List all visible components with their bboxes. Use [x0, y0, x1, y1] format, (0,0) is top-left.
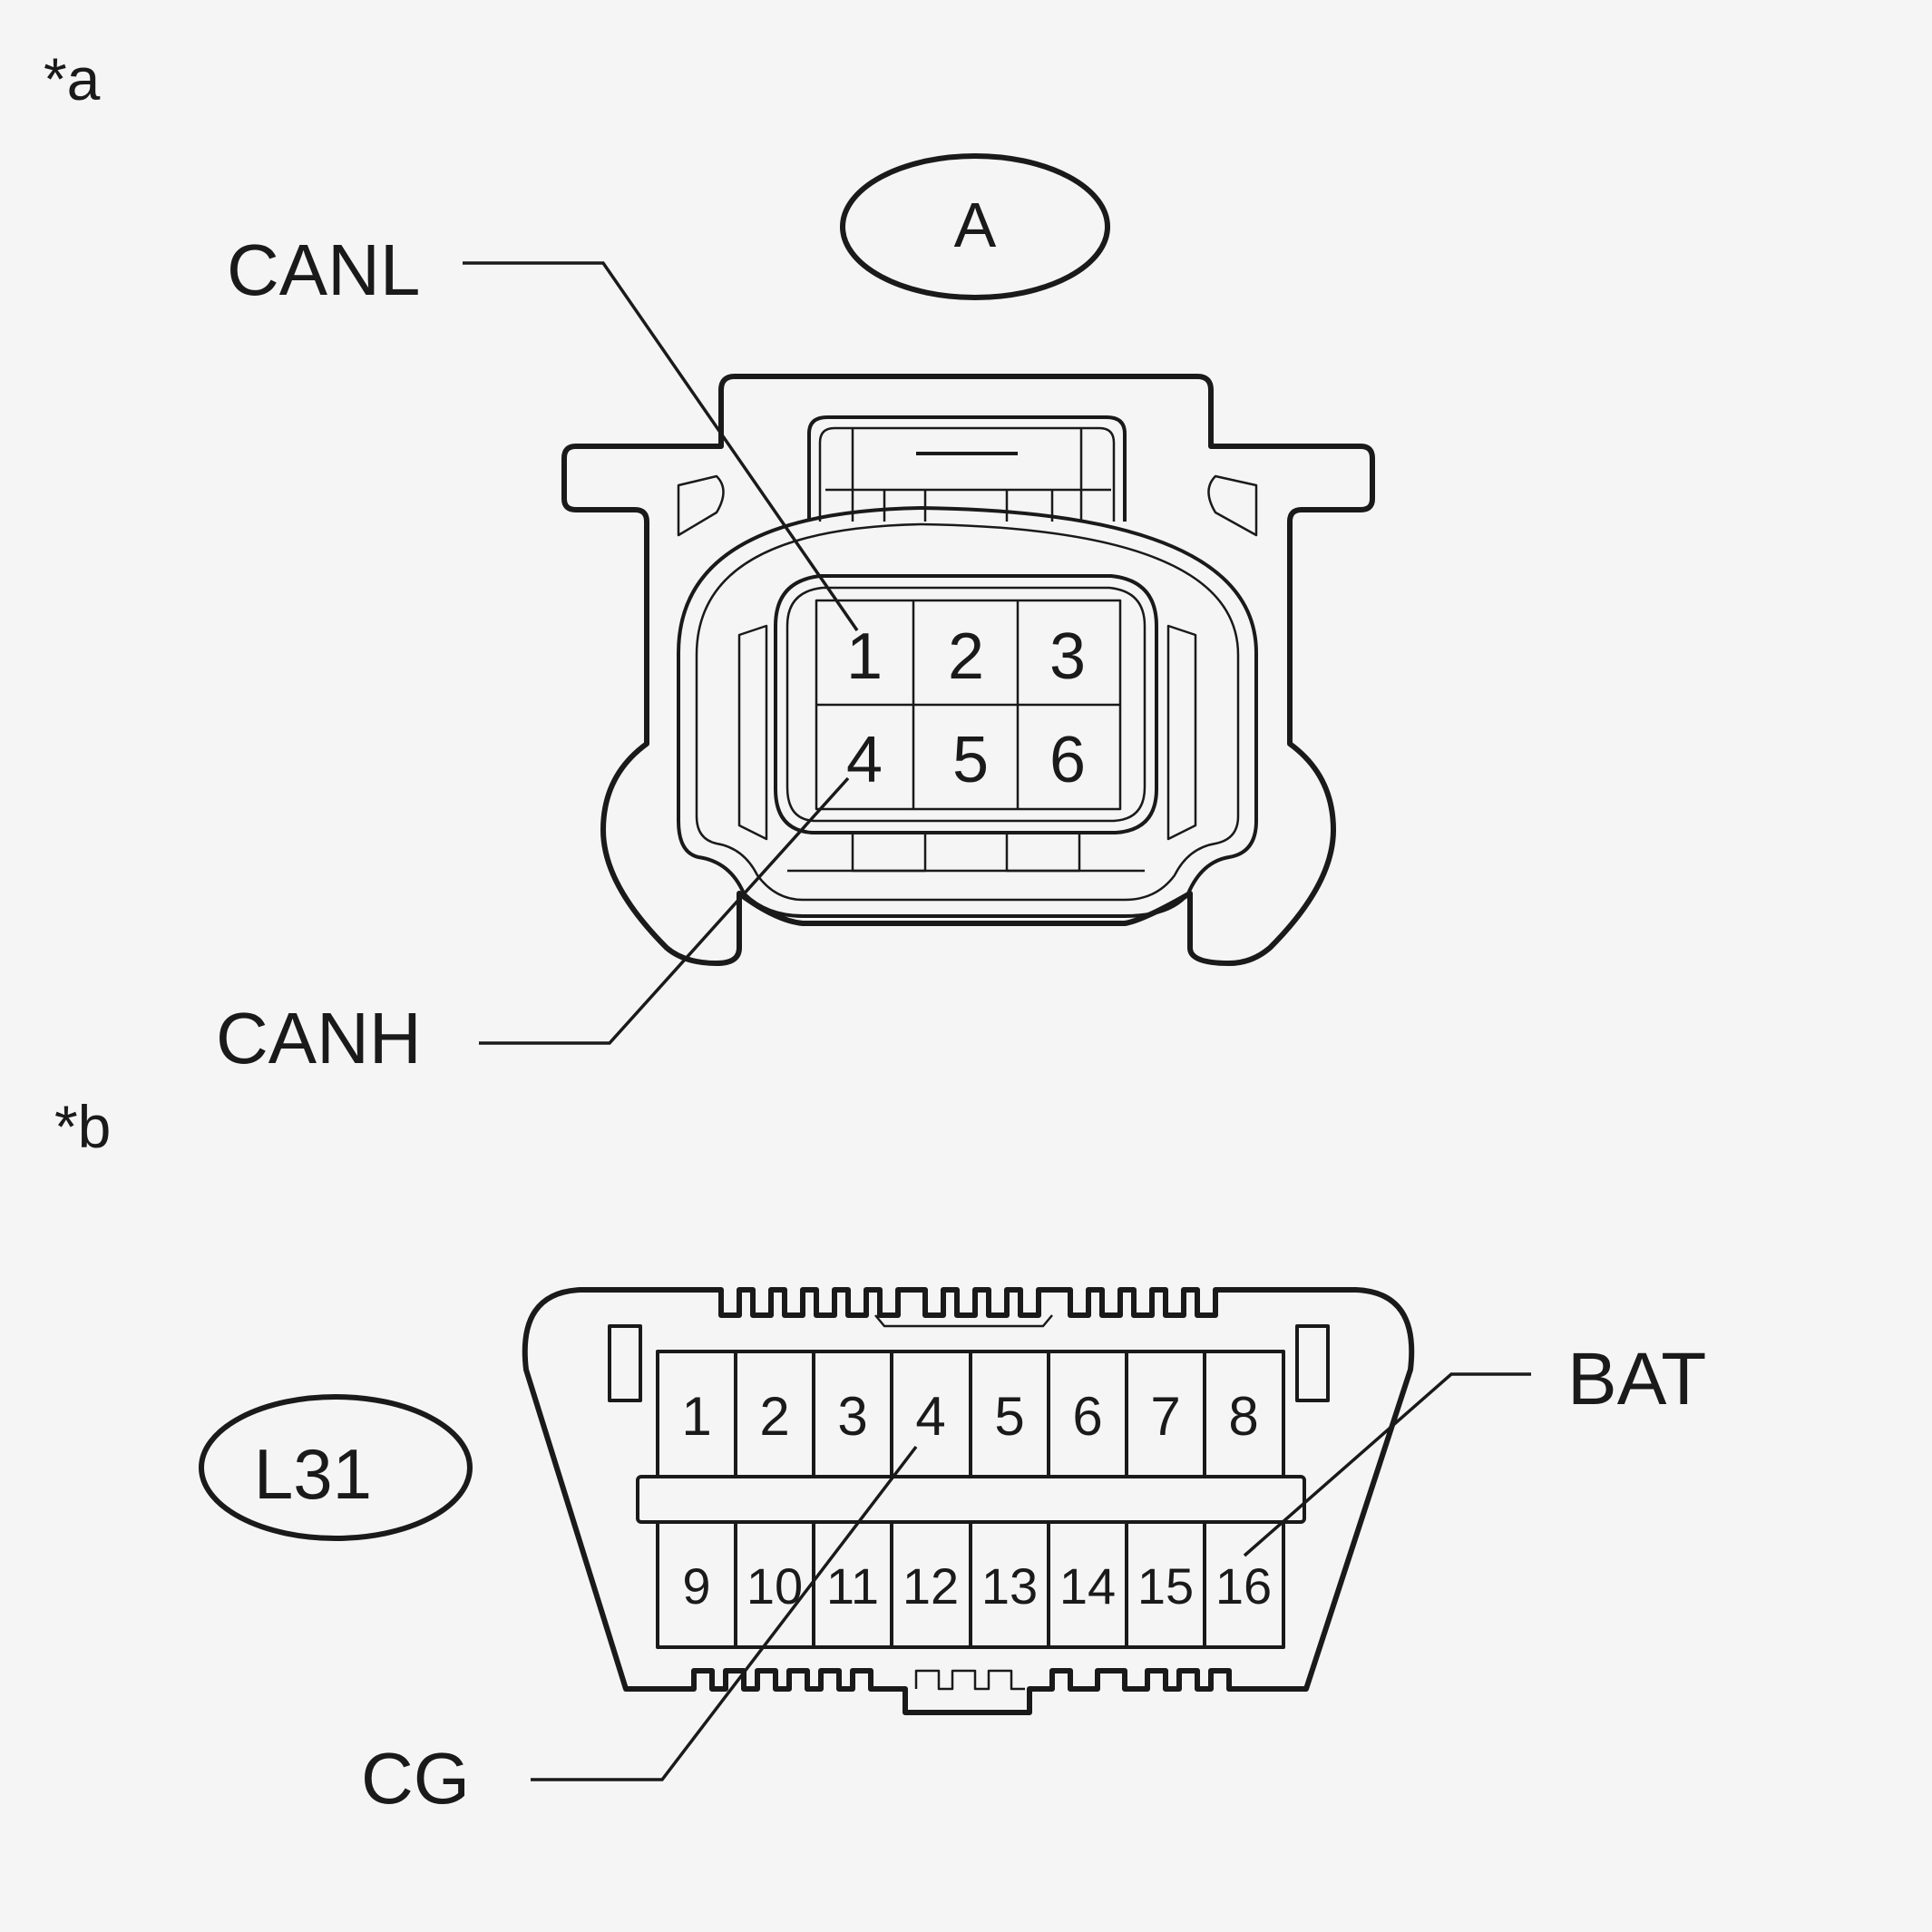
connector-l31-guide-left — [608, 1324, 642, 1402]
pin-a-2: 2 — [948, 620, 984, 693]
connector-a-seal-outer — [677, 506, 1258, 918]
pin-b-15: 15 — [1137, 1557, 1194, 1615]
connector-l31-badge-oval — [199, 1394, 473, 1541]
connector-l31-guide-right — [1295, 1324, 1330, 1402]
connector-a-guide-left — [737, 624, 768, 841]
leader-cg — [531, 1445, 918, 1781]
pin-b-5: 5 — [994, 1386, 1024, 1447]
connector-a-bottom-key — [1005, 831, 1081, 873]
label-bat: BAT — [1567, 1338, 1706, 1420]
pin-a-6: 6 — [1049, 724, 1086, 796]
connector-a-pocket-right — [1207, 474, 1258, 537]
connector-a-housing-outline — [561, 374, 1375, 966]
pin-b-3: 3 — [837, 1386, 867, 1447]
connector-a-guide-right — [1166, 624, 1197, 841]
connector-l31-code: L31 — [254, 1434, 372, 1514]
pin-b-8: 8 — [1228, 1386, 1258, 1447]
leader-canh — [479, 776, 850, 1045]
pin-b-11: 11 — [826, 1557, 879, 1615]
pin-b-2: 2 — [759, 1386, 789, 1447]
connector-l31-outline — [522, 1287, 1415, 1715]
figure-a: *a A — [44, 45, 1375, 1078]
connector-a-bottom-key — [851, 831, 927, 873]
label-cg: CG — [361, 1738, 470, 1819]
connector-a-code: A — [954, 190, 997, 260]
connector-a-latch-inner — [818, 426, 1116, 522]
connector-a-latch — [807, 415, 1127, 522]
connector-a-pocket-left — [677, 474, 725, 537]
connector-a-pin-housing-inner — [785, 586, 1147, 823]
label-canh: CANH — [216, 998, 422, 1078]
connector-a-seal-inner — [695, 522, 1240, 902]
connector-a-badge-oval — [840, 153, 1110, 300]
connector-l31-pin-grid: 1 2 3 4 5 6 7 8 9 10 11 12 13 14 15 16 — [636, 1350, 1306, 1649]
connector-a-body: 1 2 3 4 5 6 — [561, 374, 1375, 966]
pin-b-1: 1 — [681, 1386, 711, 1447]
connector-l31-bottom-tab — [914, 1669, 1025, 1691]
leader-canl — [463, 261, 859, 631]
figure-b: *b L31 — [54, 1093, 1706, 1819]
pin-b-14: 14 — [1059, 1557, 1116, 1615]
connector-a-badge: A — [840, 153, 1110, 300]
connector-l31-badge: L31 — [199, 1394, 473, 1541]
connector-a-pin-housing — [774, 574, 1158, 834]
pin-a-1: 1 — [846, 620, 883, 693]
pin-b-9: 9 — [682, 1557, 710, 1615]
pin-a-3: 3 — [1049, 620, 1086, 693]
connector-l31-center-bar — [636, 1475, 1306, 1524]
pin-b-7: 7 — [1150, 1386, 1180, 1447]
pin-b-16: 16 — [1215, 1557, 1272, 1615]
connector-a-pin-grid: 1 2 3 4 5 6 — [815, 599, 1122, 811]
connector-l31-top-tab — [874, 1314, 1053, 1328]
pin-b-4: 4 — [915, 1386, 945, 1447]
pin-a-5: 5 — [952, 724, 989, 796]
figure-a-marker: *a — [44, 45, 101, 112]
pin-a-4: 4 — [846, 724, 883, 796]
pin-b-12: 12 — [903, 1557, 959, 1615]
connector-l31-body: 1 2 3 4 5 6 7 8 9 10 11 12 13 14 15 16 — [522, 1287, 1415, 1715]
pin-b-13: 13 — [981, 1557, 1038, 1615]
leader-bat — [1243, 1372, 1531, 1557]
label-canl: CANL — [227, 229, 420, 310]
pin-b-6: 6 — [1072, 1386, 1102, 1447]
figure-b-marker: *b — [54, 1093, 111, 1160]
